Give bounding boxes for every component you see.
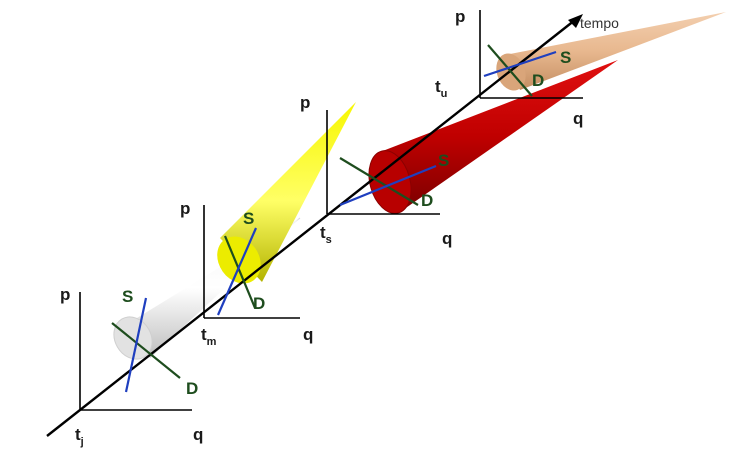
- q-label-j: q: [193, 425, 203, 444]
- tempo-label: tempo: [580, 15, 619, 31]
- supply-line-s: [339, 164, 437, 207]
- t-label-j: tj: [75, 425, 84, 448]
- demand-line-u: [487, 44, 533, 97]
- panel-u: p q tu S D: [435, 7, 583, 128]
- p-label-u: p: [455, 7, 465, 26]
- q-label-m: q: [303, 325, 313, 344]
- s-label-m: S: [243, 209, 254, 228]
- panel-s: p q ts S D: [300, 93, 452, 248]
- time-axis: [46, 14, 583, 437]
- d-label-j: D: [186, 379, 198, 398]
- q-label-u: q: [573, 109, 583, 128]
- d-label-m: D: [253, 294, 265, 313]
- t-label-m: tm: [201, 325, 217, 348]
- panel-j: p q tj S D: [60, 285, 203, 448]
- demand-line-m: [223, 235, 257, 309]
- panel-m: p q tm S D: [180, 199, 313, 348]
- supply-line-m: [216, 227, 258, 316]
- s-label-s: S: [438, 151, 449, 170]
- supply-line-j: [124, 297, 148, 393]
- t-label-s: ts: [320, 223, 332, 246]
- d-label-u: D: [532, 71, 544, 90]
- supply-line-u: [483, 50, 557, 78]
- s-label-j: S: [122, 287, 133, 306]
- p-label-j: p: [60, 285, 70, 304]
- q-label-s: q: [442, 229, 452, 248]
- demand-line-j: [111, 322, 181, 379]
- cone-m: [217, 102, 356, 284]
- s-label-u: S: [560, 48, 571, 67]
- d-label-s: D: [421, 191, 433, 210]
- demand-line-s: [339, 157, 419, 206]
- p-label-m: p: [180, 199, 190, 218]
- p-label-s: p: [300, 93, 310, 112]
- t-label-u: tu: [435, 77, 447, 100]
